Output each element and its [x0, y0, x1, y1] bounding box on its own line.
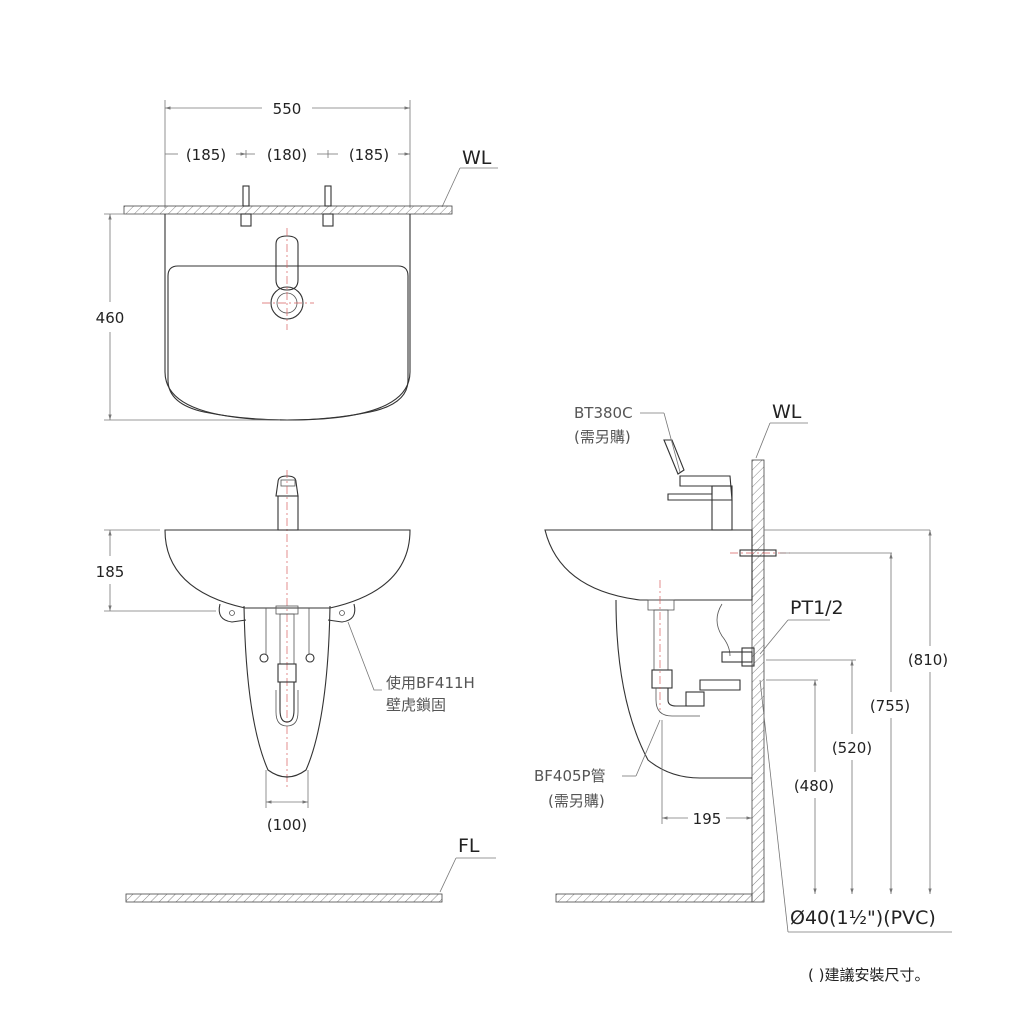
- dim-pedestal-width: (100): [267, 816, 307, 834]
- trap-note-label: (需另購): [548, 792, 605, 810]
- faucet-note-label: (需另購): [574, 428, 631, 446]
- dim-front-height: 185: [96, 563, 125, 581]
- basin-bowl-top: [167, 265, 409, 421]
- dim-width-total: 550: [273, 100, 302, 118]
- pedestal-front: [243, 605, 331, 778]
- supply-valve-right-icon: [322, 185, 334, 227]
- dim-h520: (520): [832, 739, 872, 757]
- dim-h480: (480): [794, 777, 834, 795]
- dim-h810: (810): [908, 651, 948, 669]
- supply-valve-left-icon: [240, 185, 252, 227]
- top-view: 550 (185) (180) (185) WL: [96, 100, 498, 421]
- dim-depth: 460: [96, 309, 125, 327]
- footnote: ( )建議安裝尺寸。: [808, 966, 929, 984]
- wall-strip-top: [123, 205, 453, 215]
- stop-valve-left-icon: [259, 653, 269, 663]
- dim-seg-mid: (180): [267, 146, 307, 164]
- basin-outline-top: [164, 214, 411, 421]
- basin-side: [544, 529, 753, 601]
- wall-line-label-top: WL: [462, 147, 492, 169]
- floor: FL: [125, 835, 753, 903]
- wall-line-label-side: WL: [772, 401, 802, 423]
- side-view: WL BT380C (需另購) PT1/2: [534, 401, 952, 933]
- basin-front: [164, 529, 411, 609]
- bracket-label-line2: 壁虎鎖固: [386, 696, 446, 714]
- dim-seg-left: (185): [186, 146, 226, 164]
- bracket-label-line1: 使用BF411H: [386, 674, 475, 692]
- floor-strip-right: [555, 893, 753, 903]
- faucet-side-icon: [663, 439, 733, 531]
- floor-strip-left: [125, 893, 443, 903]
- dim-seg-right: (185): [349, 146, 389, 164]
- pedestal-side: [615, 599, 752, 779]
- floor-line-label: FL: [458, 835, 480, 857]
- dim-h755: (755): [870, 697, 910, 715]
- stop-valve-right-icon: [305, 653, 315, 663]
- supply-thread-label: PT1/2: [790, 597, 844, 619]
- trap-model-label: BF405P管: [534, 767, 606, 785]
- dim-wall-offset: 195: [693, 810, 722, 828]
- angle-valve-icon: [721, 651, 753, 663]
- front-view: 185 使用BF411H 壁虎鎖固 (100): [96, 470, 475, 834]
- wall-strip-side: [751, 459, 765, 903]
- drain-spec-label: Ø40(1½")(PVC): [790, 907, 936, 929]
- faucet-model-label: BT380C: [574, 404, 633, 422]
